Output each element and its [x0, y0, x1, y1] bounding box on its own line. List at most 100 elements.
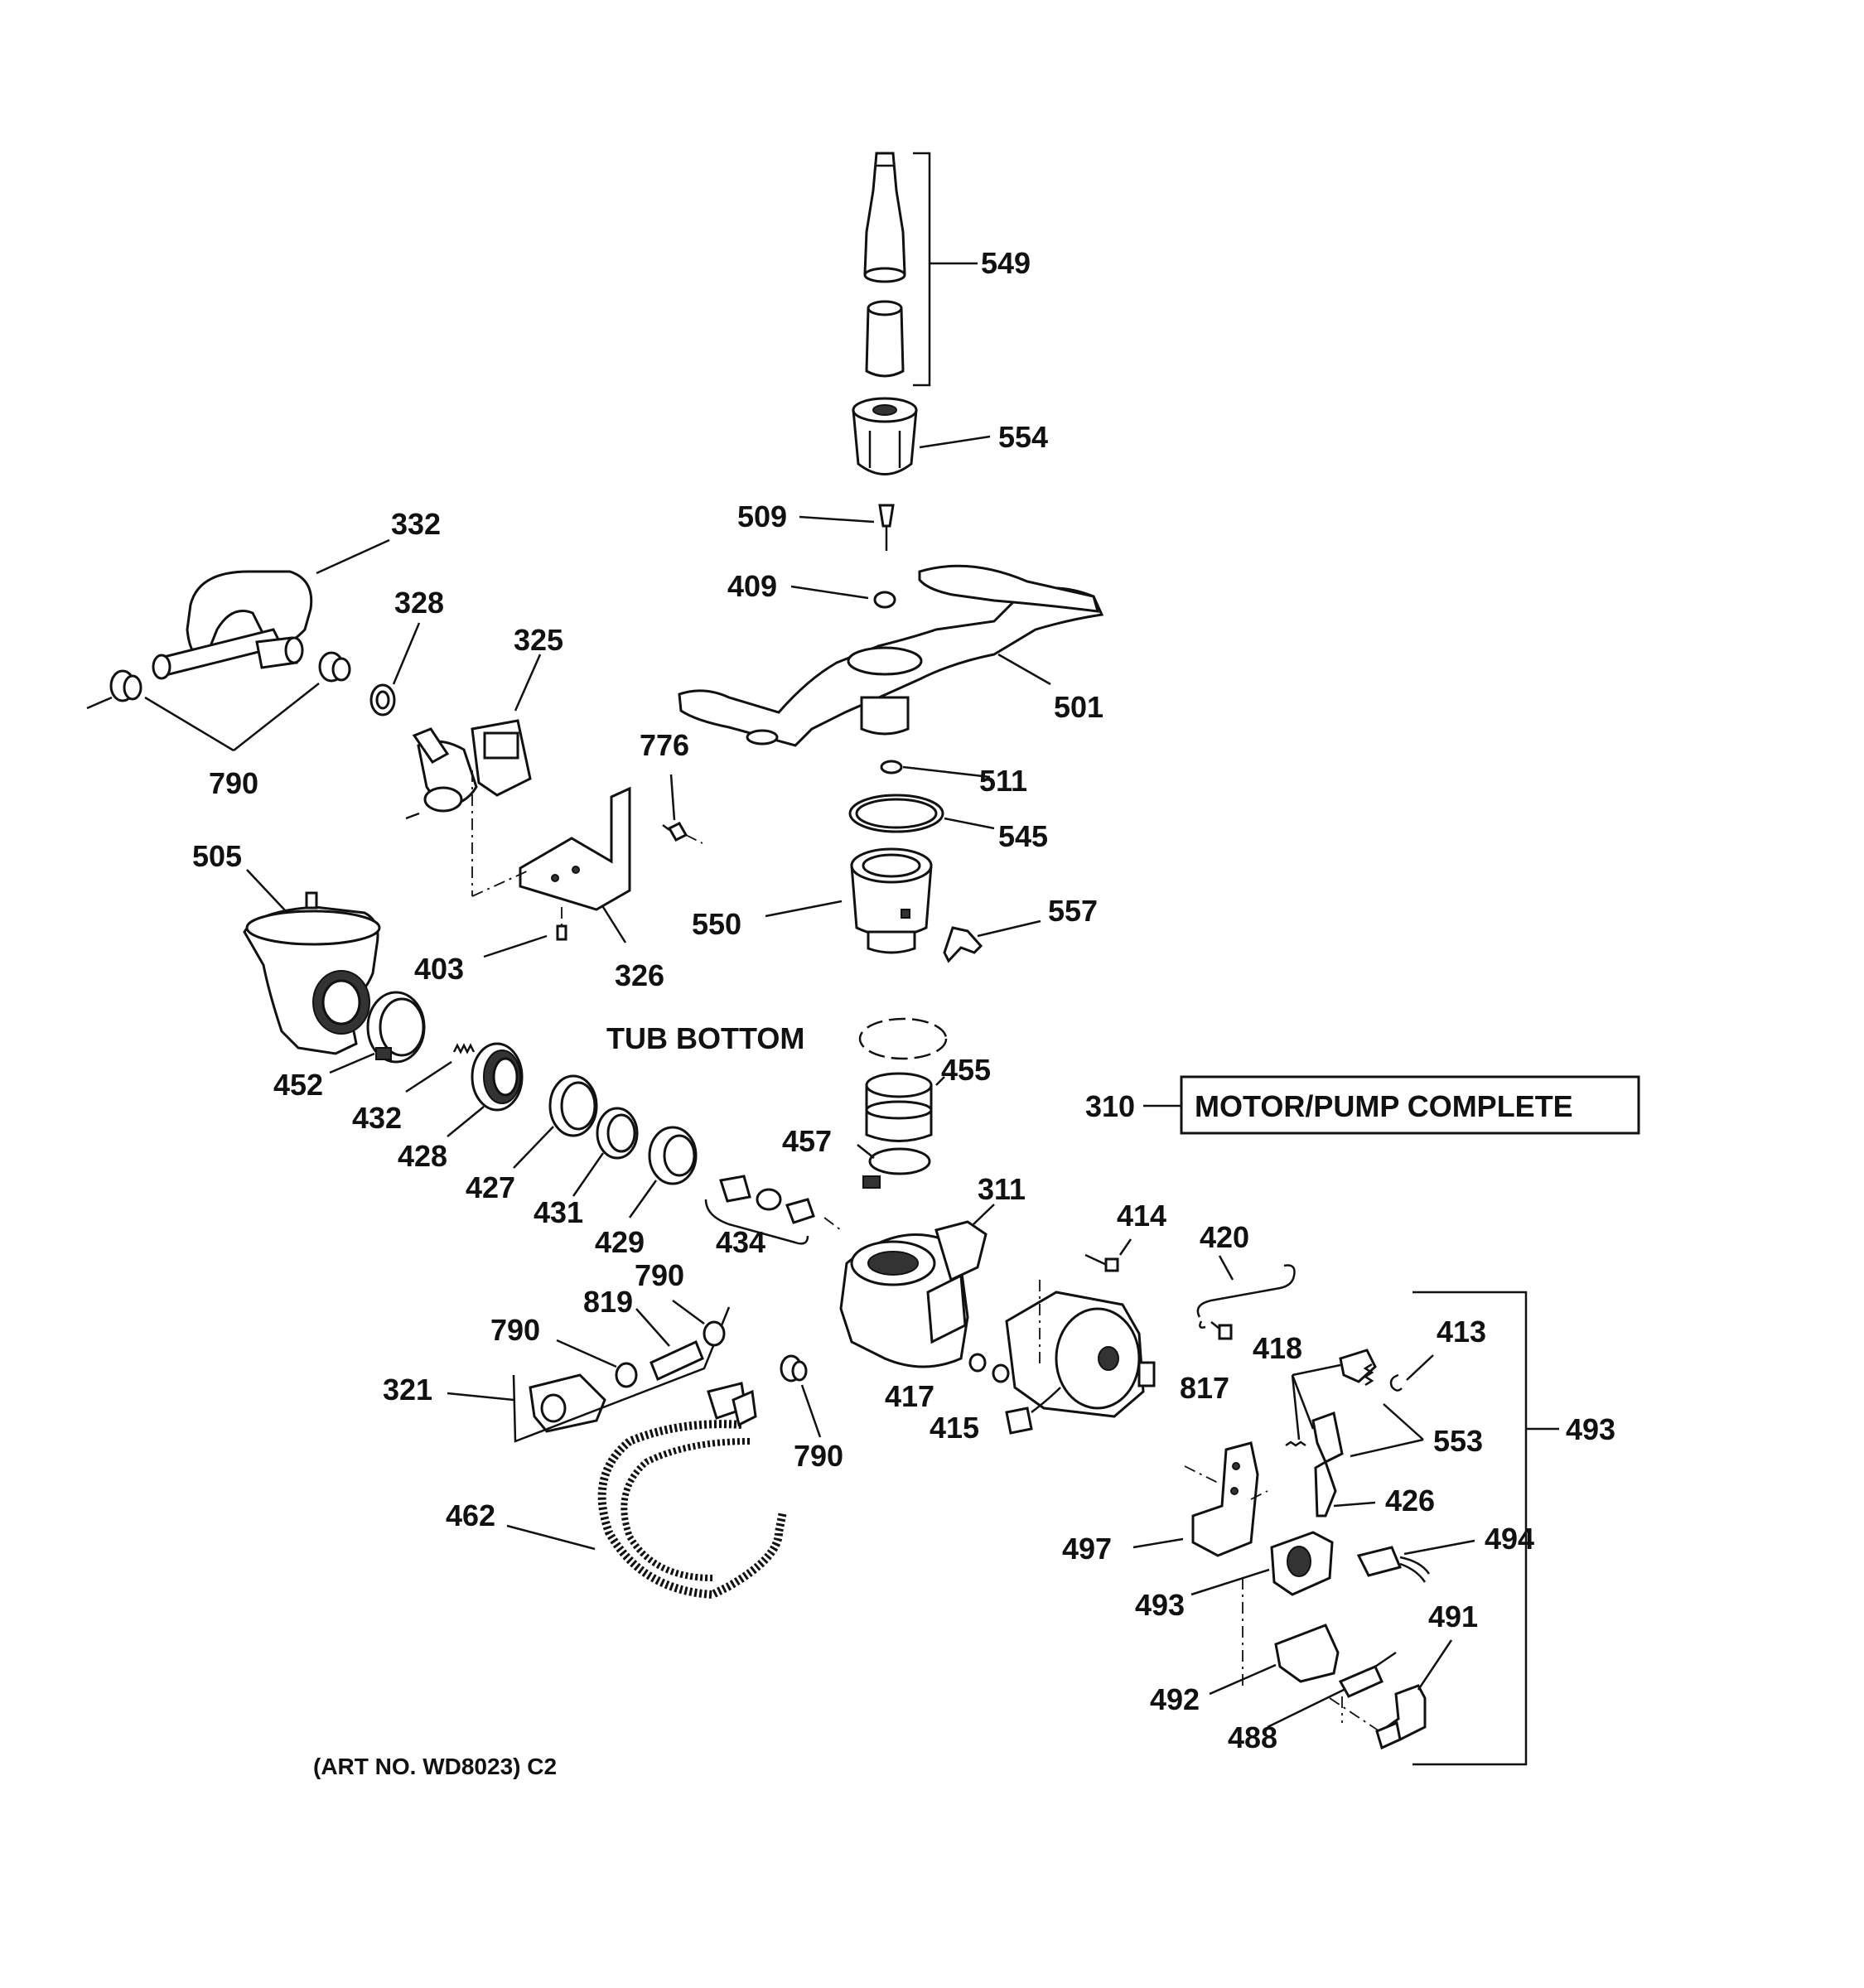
- label-497: 497: [1062, 1532, 1112, 1566]
- part-790-clamp-right: [780, 1354, 808, 1382]
- part-motor: [1005, 1291, 1156, 1435]
- part-817-screw: [1210, 1321, 1233, 1340]
- label-310: 310: [1085, 1089, 1135, 1123]
- label-557: 557: [1048, 894, 1098, 928]
- part-557-clip: [943, 926, 983, 963]
- label-493-a: 493: [1566, 1412, 1615, 1446]
- label-428: 428: [398, 1139, 447, 1173]
- label-790-a: 790: [209, 766, 258, 800]
- label-501: 501: [1054, 690, 1103, 724]
- part-497-bracket: [1191, 1441, 1259, 1557]
- label-553: 553: [1433, 1424, 1483, 1458]
- label-420: 420: [1200, 1220, 1249, 1254]
- label-790-c: 790: [490, 1313, 540, 1347]
- label-415: 415: [930, 1411, 979, 1445]
- label-493-b: 493: [1135, 1588, 1185, 1622]
- label-550: 550: [692, 907, 741, 941]
- label-tub-bottom: TUB BOTTOM: [606, 1021, 804, 1055]
- part-332-hose: [152, 570, 313, 680]
- part-418-lever: [1311, 1411, 1344, 1464]
- label-332: 332: [391, 507, 441, 541]
- label-817: 817: [1180, 1371, 1229, 1405]
- part-505-sump: [243, 891, 381, 1055]
- label-509: 509: [737, 499, 787, 533]
- label-790-b: 790: [635, 1258, 684, 1292]
- label-429: 429: [595, 1225, 645, 1259]
- part-462-hose: [597, 1382, 787, 1600]
- part-493-solenoid: [1270, 1531, 1334, 1596]
- label-494: 494: [1485, 1522, 1534, 1556]
- part-429-cap: [648, 1126, 698, 1185]
- part-325-drain-valve: [412, 719, 532, 813]
- label-409: 409: [727, 569, 777, 603]
- part-494-connector: [1356, 1546, 1431, 1583]
- part-501-spray-arm: [678, 564, 1104, 747]
- part-790-clamp-upper: [703, 1320, 726, 1347]
- part-549-tower: [863, 152, 906, 378]
- label-819: 819: [583, 1285, 633, 1319]
- label-452: 452: [273, 1068, 323, 1102]
- part-413-clip: [1389, 1373, 1403, 1392]
- label-457: 457: [782, 1124, 832, 1158]
- part-511-clip: [880, 760, 903, 774]
- label-554: 554: [998, 420, 1048, 454]
- part-431-ring: [596, 1107, 639, 1160]
- part-457-clamp: [862, 1147, 931, 1189]
- label-325: 325: [514, 623, 563, 657]
- part-328-ring: [369, 683, 396, 717]
- part-432-spring: [452, 1043, 476, 1054]
- part-428-impeller: [471, 1042, 524, 1112]
- part-488-switch: [1338, 1651, 1397, 1698]
- part-420-rod: [1196, 1264, 1296, 1329]
- part-321-valve: [529, 1373, 606, 1433]
- label-328: 328: [394, 586, 444, 620]
- label-431: 431: [534, 1195, 583, 1229]
- part-492-switch-holder: [1274, 1624, 1340, 1683]
- part-418-bracket: [1339, 1349, 1377, 1383]
- label-776: 776: [640, 728, 689, 762]
- part-790-clamp-mid: [318, 651, 351, 683]
- part-415-nut: [992, 1363, 1010, 1383]
- label-311: 311: [978, 1172, 1026, 1206]
- tub-bottom-ring: [858, 1017, 948, 1060]
- part-550-housing: [850, 847, 933, 954]
- label-462: 462: [446, 1498, 495, 1532]
- label-790-d: 790: [794, 1439, 843, 1473]
- label-321: 321: [383, 1373, 432, 1407]
- part-491-bracket: [1375, 1684, 1427, 1750]
- label-413: 413: [1437, 1315, 1486, 1349]
- label-326: 326: [615, 958, 664, 992]
- part-553-spring: [1285, 1363, 1374, 1447]
- part-426-pin: [1314, 1460, 1337, 1518]
- part-417-washer: [968, 1353, 987, 1373]
- part-554-strainer: [852, 397, 918, 475]
- label-488: 488: [1228, 1720, 1277, 1754]
- label-418: 418: [1253, 1331, 1302, 1365]
- label-403: 403: [414, 952, 464, 986]
- label-motor-pump-complete: MOTOR/PUMP COMPLETE: [1195, 1089, 1573, 1123]
- part-311-pump-body: [839, 1220, 988, 1368]
- label-491: 491: [1428, 1600, 1478, 1633]
- label-549: 549: [981, 246, 1031, 280]
- part-326-bracket: [519, 786, 631, 911]
- label-414: 414: [1117, 1199, 1166, 1233]
- label-417: 417: [885, 1379, 934, 1413]
- part-455-seal: [865, 1072, 933, 1142]
- label-455: 455: [941, 1053, 991, 1087]
- part-790-clamp-left: [109, 669, 142, 702]
- part-509-screw: [878, 504, 895, 551]
- label-511: 511: [979, 764, 1027, 798]
- label-505: 505: [192, 839, 242, 873]
- label-492: 492: [1150, 1682, 1200, 1716]
- label-426: 426: [1385, 1484, 1435, 1518]
- part-452-clamp-ring: [366, 991, 426, 1064]
- part-427-ring: [548, 1074, 598, 1137]
- art-number: (ART NO. WD8023) C2: [313, 1754, 557, 1779]
- part-776-screw: [662, 822, 688, 842]
- label-545: 545: [998, 819, 1048, 853]
- part-403-screw: [556, 924, 567, 941]
- part-545-ring: [848, 794, 944, 833]
- part-434-set: [719, 1175, 815, 1224]
- motor-pump-complete-callout: [1143, 1075, 1640, 1135]
